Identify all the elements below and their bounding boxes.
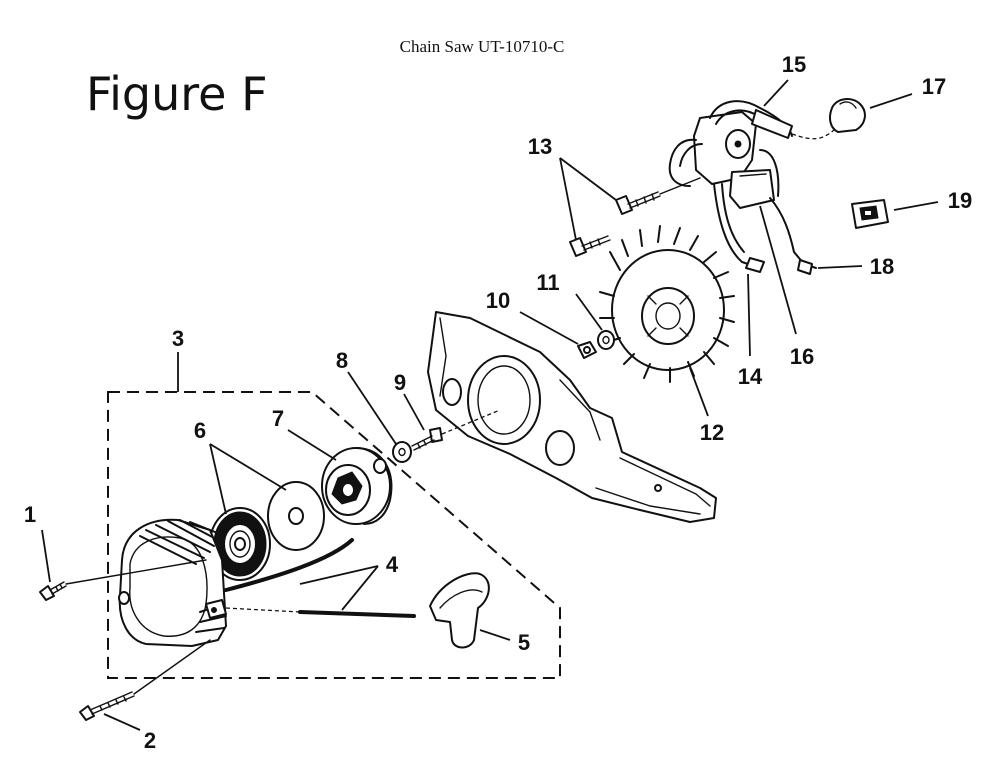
callout-18: 18: [870, 254, 894, 279]
callout-10: 10: [486, 288, 510, 313]
callout-13: 13: [528, 134, 552, 159]
callout-8: 8: [336, 348, 348, 373]
leader-16: [759, 205, 797, 335]
leader-6a: [209, 443, 287, 491]
figure-title: Figure F: [86, 67, 268, 121]
callout-11: 11: [536, 270, 559, 295]
callout-15: 15: [782, 52, 806, 77]
document-title: Chain Saw UT-10710-C: [400, 37, 565, 56]
starter-assembly-outline: [107, 391, 561, 679]
leader-6b: [209, 443, 227, 515]
callout-6: 6: [194, 418, 206, 443]
callout-16: 16: [790, 344, 814, 369]
mounting-bolts: [569, 177, 701, 257]
callout-7: 7: [272, 406, 284, 431]
flywheel: [599, 225, 735, 383]
callout-1: 1: [24, 502, 36, 527]
leader-14: [747, 273, 751, 357]
callout-19: 19: [948, 188, 972, 213]
starter-rope: [224, 538, 416, 618]
leader-8: [347, 371, 397, 445]
callout-17: 17: [922, 74, 946, 99]
screw-1: [39, 559, 207, 601]
leader-15: [763, 79, 789, 107]
leader-19: [893, 201, 939, 211]
screw-2: [79, 639, 211, 721]
washer-and-screw: [392, 409, 501, 463]
leader-11: [575, 293, 603, 331]
callout-2: 2: [144, 728, 156, 753]
callout-5: 5: [518, 630, 530, 655]
housing-cover: [427, 311, 717, 523]
leader-7: [287, 429, 337, 461]
stop-switch: [851, 199, 889, 229]
leader-4b: [341, 565, 379, 611]
starter-housing: [118, 518, 227, 647]
callout-9: 9: [394, 370, 406, 395]
callout-3: 3: [172, 326, 184, 351]
leader-18: [817, 265, 863, 269]
leader-12: [689, 367, 709, 417]
leader-2: [103, 713, 141, 731]
callout-14: 14: [738, 364, 763, 389]
nut-and-washer: [577, 330, 615, 359]
leader-1: [41, 529, 51, 583]
callout-4: 4: [386, 552, 399, 577]
leader-17: [869, 93, 913, 109]
leader-13a: [559, 157, 617, 201]
leader-10: [519, 311, 579, 345]
rewind-spring: [209, 507, 271, 581]
ignition-module: [668, 100, 835, 275]
leader-5: [479, 629, 511, 641]
starter-handle: [429, 572, 490, 649]
callout-12: 12: [700, 420, 724, 445]
spark-plug-boot: [829, 98, 866, 133]
leader-4a: [299, 565, 379, 585]
leader-9: [403, 393, 425, 431]
spring-plate: [267, 481, 325, 551]
starter-pulley: [321, 447, 393, 525]
leader-13b: [559, 157, 577, 241]
